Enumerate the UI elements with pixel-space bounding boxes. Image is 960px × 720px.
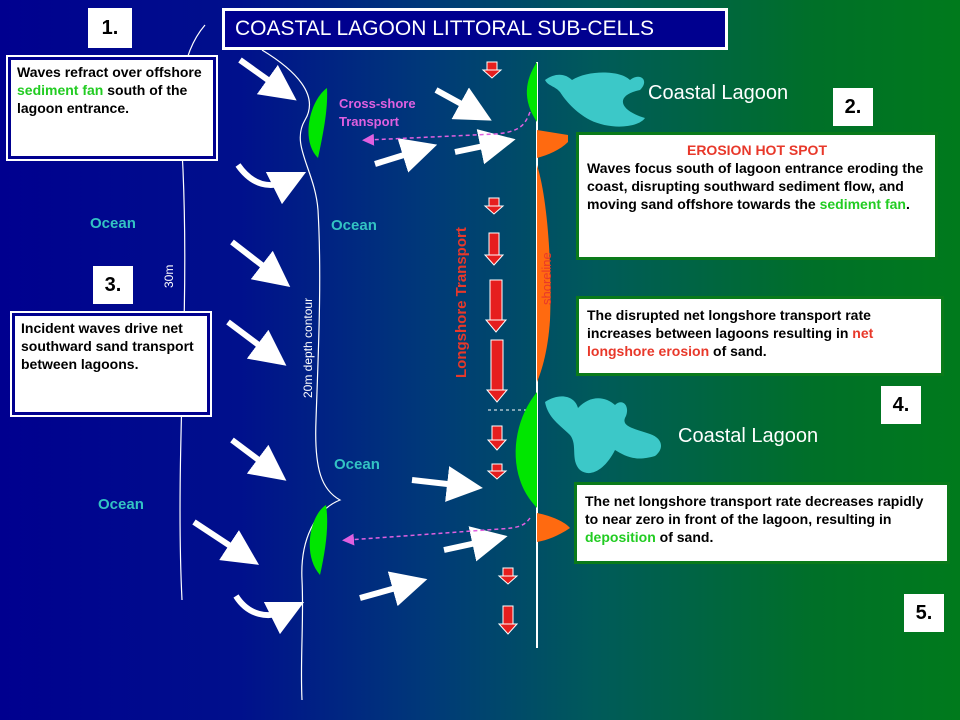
- page-title: COASTAL LAGOON LITTORAL SUB-CELLS: [222, 8, 728, 50]
- longshore-arrow: [497, 605, 519, 635]
- longshore-arrow: [483, 232, 505, 266]
- info-box-2: EROSION HOT SPOT Waves focus south of la…: [576, 132, 938, 260]
- wave-arrow: [238, 57, 297, 101]
- longshore-arrow: [497, 567, 519, 585]
- sediment-fan-top: [308, 88, 328, 158]
- longshore-arrow: [481, 61, 503, 79]
- label-ocean: Ocean: [334, 456, 380, 473]
- label-coastal-lagoon-top: Coastal Lagoon: [648, 82, 789, 104]
- box4-highlight: net longshore erosion: [587, 325, 874, 359]
- wave-arrow: [233, 594, 305, 635]
- wave-arrow: [454, 129, 516, 165]
- info-box-4: The disrupted net longshore transport ra…: [576, 296, 944, 376]
- box3-text: Incident waves drive net southward sand …: [21, 320, 194, 372]
- longshore-arrow: [485, 339, 509, 403]
- erosion-bottom: [537, 513, 570, 542]
- wave-arrow: [434, 87, 492, 121]
- box1-text: Waves refract over offshore: [17, 64, 202, 80]
- step-number-2: 2.: [833, 88, 873, 126]
- wave-arrow: [235, 163, 307, 205]
- box2-highlight: sediment fan: [819, 196, 906, 212]
- step-number-3: 3.: [93, 266, 133, 304]
- step-number-1: 1.: [88, 8, 132, 48]
- cross-shore-arrow: [362, 111, 531, 146]
- erosion-top: [537, 130, 568, 158]
- erosion-strip: [537, 165, 551, 382]
- lagoon-bottom-shape: [545, 396, 662, 474]
- label-longshore-transport: Longshore Transport: [453, 227, 470, 378]
- deposit-top: [526, 62, 537, 122]
- lagoon-top-shape: [545, 72, 645, 127]
- info-box-1: Waves refract over offshore sediment fan…: [6, 55, 218, 161]
- step-number-4: 4.: [881, 386, 921, 424]
- wave-arrow: [230, 437, 287, 481]
- box5-text-end: of sand.: [655, 529, 714, 545]
- wave-arrow: [374, 138, 438, 173]
- info-box-5: The net longshore transport rate decreas…: [574, 482, 950, 564]
- contour-20m: [261, 49, 342, 701]
- wave-arrow: [411, 466, 483, 502]
- wave-arrow: [230, 239, 291, 288]
- box1-highlight: sediment fan: [17, 82, 104, 98]
- label-cross-shore-line1: Cross-shore: [339, 96, 416, 111]
- deposit-bottom: [515, 392, 537, 508]
- box4-text: The disrupted net longshore transport ra…: [587, 307, 871, 341]
- wave-arrow: [443, 526, 508, 562]
- erosion-hot-spot-heading: EROSION HOT SPOT: [686, 142, 827, 158]
- label-ocean: Ocean: [98, 496, 144, 513]
- box2-text: Waves focus south of lagoon entrance ero…: [587, 160, 924, 212]
- longshore-arrow: [486, 425, 508, 451]
- info-box-3: Incident waves drive net southward sand …: [10, 311, 212, 417]
- label-coastal-lagoon-bottom: Coastal Lagoon: [678, 425, 819, 447]
- box4-text-end: of sand.: [709, 343, 767, 359]
- box5-highlight: deposition: [585, 529, 656, 545]
- sediment-fan-bottom: [309, 505, 328, 575]
- label-ocean: Ocean: [331, 217, 377, 234]
- wave-arrows: [192, 57, 516, 635]
- longshore-arrow: [484, 279, 508, 333]
- cross-shore-arrows: [342, 111, 531, 546]
- label-20m-contour: 20m depth contour: [301, 298, 315, 398]
- label-cross-shore-line2: Transport: [339, 114, 400, 129]
- longshore-arrows: [481, 61, 519, 635]
- wave-arrow: [226, 319, 287, 366]
- longshore-arrow: [483, 197, 505, 215]
- label-ocean: Ocean: [90, 215, 136, 232]
- longshore-arrow: [486, 463, 508, 480]
- step-number-5: 5.: [904, 594, 944, 632]
- wave-arrow: [359, 571, 428, 607]
- cross-shore-arrow: [342, 517, 531, 546]
- box2-text-end: .: [905, 196, 910, 212]
- box5-text: The net longshore transport rate decreas…: [585, 493, 924, 527]
- label-shoreline: shoreline: [539, 252, 554, 305]
- box1-text-end: south of the lagoon entrance.: [17, 82, 188, 116]
- label-30m: 30m: [162, 265, 176, 288]
- wave-arrow: [192, 519, 260, 565]
